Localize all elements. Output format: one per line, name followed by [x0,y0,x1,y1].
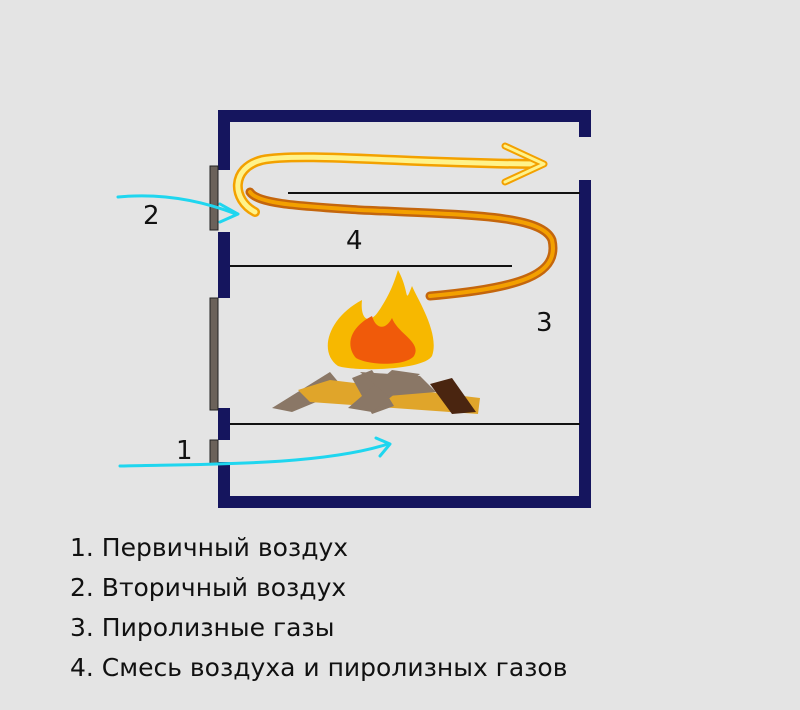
label-secondary-air: 2 [143,201,160,231]
label-mixture: 4 [346,226,363,256]
stove-body [218,110,591,508]
legend-item-secondary-air: 2. Вторичный воздух [70,573,347,602]
stove-diagram: 2 4 3 1 [116,110,591,508]
legend-item-mixture: 4. Смесь воздуха и пиролизных газов [70,653,568,682]
secondary-air-door [209,165,219,231]
pyrolysis-gas-flow [245,187,558,301]
legend-item-pyrolysis-gas: 3. Пиролизные газы [70,613,335,642]
fuel-door [209,297,219,411]
primary-air-door [209,439,219,465]
fire-icon [327,270,434,370]
legend-item-primary-air: 1. Первичный воздух [70,533,349,562]
legend: 1. Первичный воздух 2. Вторичный воздух … [70,528,567,688]
gas-flow-arrow [232,142,548,217]
label-pyrolysis-gas: 3 [536,308,553,338]
air-arrow-icon [116,194,240,224]
primary-air-arrow-icon [118,436,392,468]
label-primary-air: 1 [176,436,193,466]
firewood-icon [272,370,480,414]
